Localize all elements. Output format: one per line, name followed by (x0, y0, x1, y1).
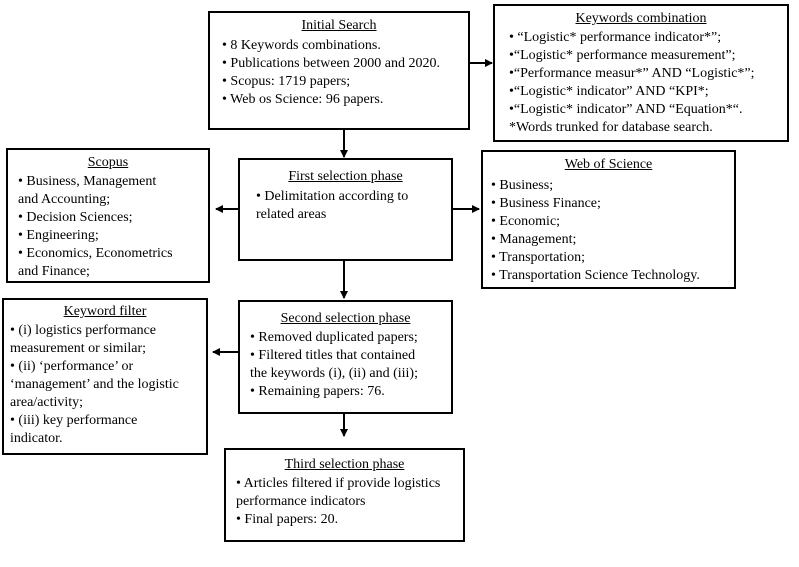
third-selection-line: • Final papers: 20. (236, 512, 339, 527)
keyword-filter-title: Keyword filter (63, 304, 147, 319)
keyword-filter-line: • (iii) key performance (10, 413, 138, 428)
keywords-combination-line: • “Logistic* performance indicator*”; (509, 30, 722, 45)
keyword-filter-line: measurement or similar; (10, 341, 147, 356)
web-of-science-title: Web of Science (564, 157, 653, 172)
first-selection-box: First selection phase • Delimitation acc… (238, 158, 453, 261)
scopus-title: Scopus (87, 155, 129, 170)
keywords-combination-box: Keywords combination • “Logistic* perfor… (493, 4, 789, 142)
web-of-science-line: • Transportation; (491, 250, 585, 265)
web-of-science-line: • Transportation Science Technology. (491, 268, 700, 283)
keyword-filter-line: area/activity; (10, 395, 84, 410)
scopus-line: • Decision Sciences; (18, 210, 133, 225)
initial-search-line: • Publications between 2000 and 2020. (222, 56, 440, 71)
initial-search-title: Initial Search (301, 18, 377, 33)
keywords-combination-line: •“Logistic* indicator” AND “KPI*; (509, 84, 709, 99)
scopus-line: and Finance; (18, 264, 90, 279)
third-selection-title: Third selection phase (284, 457, 405, 472)
second-selection-title: Second selection phase (280, 311, 411, 326)
initial-search-line: • 8 Keywords combinations. (222, 38, 381, 53)
second-selection-line: • Remaining papers: 76. (250, 384, 385, 399)
web-of-science-line: • Business Finance; (491, 196, 601, 211)
first-selection-title: First selection phase (288, 169, 403, 184)
scopus-line: • Economics, Econometrics (18, 246, 173, 261)
keyword-filter-line: • (ii) ‘performance’ or (10, 359, 134, 374)
keywords-combination-title: Keywords combination (575, 11, 707, 26)
web-of-science-box: Web of Science • Business; • Business Fi… (481, 150, 736, 289)
third-selection-line: performance indicators (236, 494, 366, 509)
keywords-combination-line: •“Logistic* performance measurement”; (509, 48, 736, 63)
keyword-filter-box: Keyword filter • (i) logistics performan… (2, 298, 208, 455)
scopus-line: • Engineering; (18, 228, 99, 243)
keywords-combination-line: •“Performance measur*” AND “Logistic*”; (509, 66, 755, 81)
scopus-line: • Business, Management (18, 174, 157, 189)
second-selection-line: • Filtered titles that contained (250, 348, 416, 363)
second-selection-line: the keywords (i), (ii) and (iii); (250, 366, 418, 381)
third-selection-box: Third selection phase • Articles filtere… (224, 448, 465, 542)
keyword-filter-line: indicator. (10, 431, 63, 446)
first-selection-line: related areas (256, 207, 327, 222)
second-selection-box: Second selection phase • Removed duplica… (238, 300, 453, 414)
second-selection-line: • Removed duplicated papers; (250, 330, 418, 345)
third-selection-line: • Articles filtered if provide logistics (236, 476, 441, 491)
keywords-combination-line: *Words trunked for database search. (509, 120, 713, 135)
web-of-science-line: • Business; (491, 178, 554, 193)
keywords-combination-line: •“Logistic* indicator” AND “Equation*“. (509, 102, 743, 117)
web-of-science-line: • Management; (491, 232, 577, 247)
first-selection-line: • Delimitation according to (256, 189, 409, 204)
keyword-filter-line: • (i) logistics performance (10, 323, 157, 338)
keyword-filter-line: ‘management’ and the logistic (10, 377, 179, 392)
initial-search-line: • Scopus: 1719 papers; (222, 74, 351, 89)
web-of-science-line: • Economic; (491, 214, 561, 229)
initial-search-line: • Web os Science: 96 papers. (222, 92, 384, 107)
scopus-line: and Accounting; (18, 192, 111, 207)
scopus-box: Scopus • Business, Management and Accoun… (6, 148, 210, 283)
initial-search-box: Initial Search • 8 Keywords combinations… (208, 11, 470, 130)
